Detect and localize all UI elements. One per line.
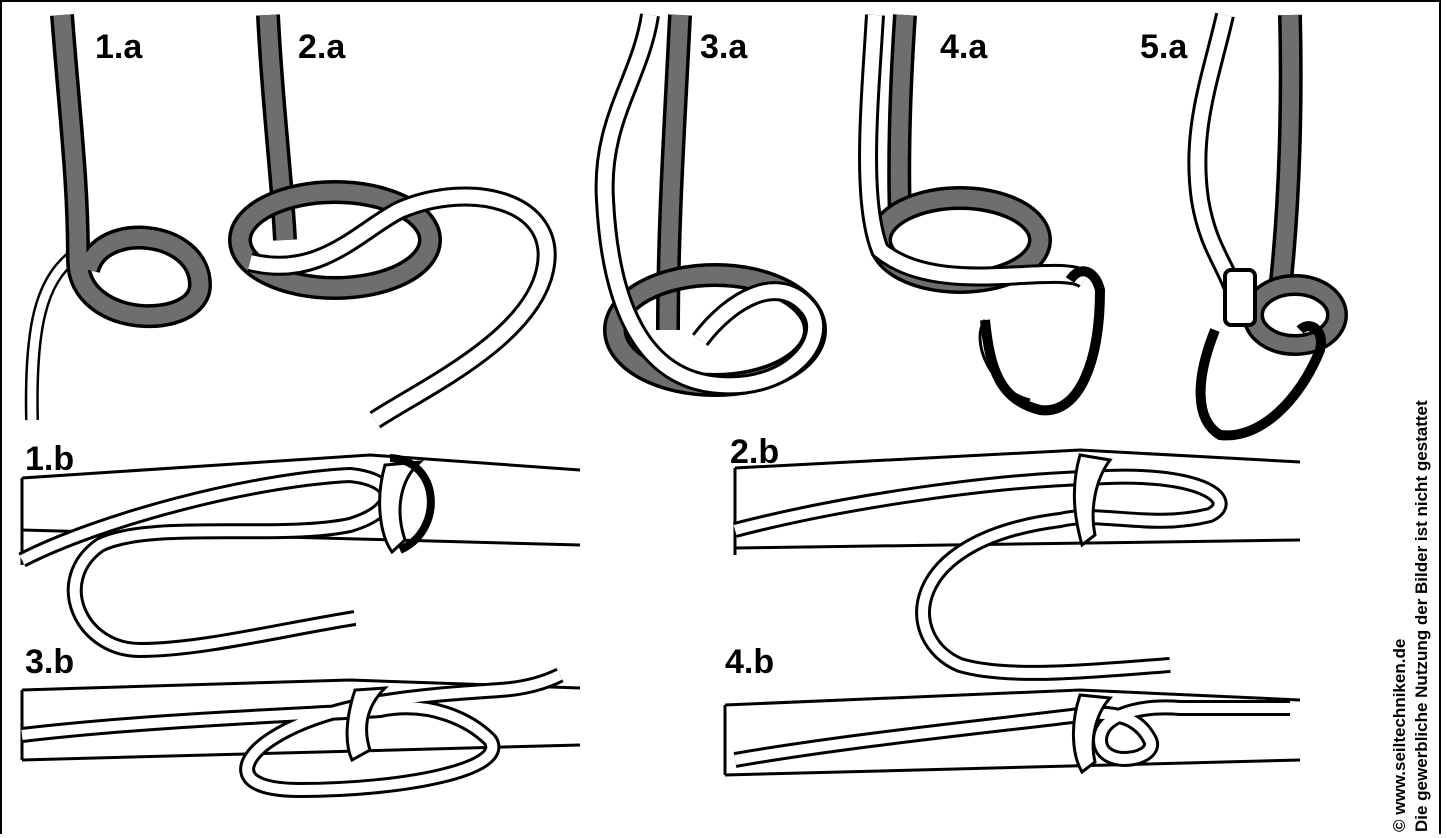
step-1a-figure — [32, 15, 200, 420]
credit-block: © www.seiltechniken.de Die gewerbliche N… — [1390, 400, 1431, 832]
label-3a: 3.a — [700, 28, 748, 66]
step-3b-figure — [22, 675, 580, 790]
label-1b: 1.b — [25, 440, 74, 478]
label-5a: 5.a — [1140, 28, 1188, 66]
step-3a-figure — [605, 15, 816, 385]
step-2a-figure — [240, 15, 547, 420]
step-4a-figure — [868, 15, 1100, 410]
step-5a-figure — [1197, 15, 1337, 435]
step-2b-figure — [735, 450, 1300, 673]
label-4a: 4.a — [940, 28, 988, 66]
label-3b: 3.b — [25, 643, 74, 681]
credit-notice: Die gewerbliche Nutzung der Bilder ist n… — [1412, 400, 1431, 832]
label-1a: 1.a — [95, 28, 143, 66]
credit-website: © www.seiltechniken.de — [1390, 639, 1409, 832]
label-2b: 2.b — [730, 433, 779, 471]
step-4b-figure — [725, 690, 1300, 775]
step-1b-figure — [22, 455, 580, 650]
label-4b: 4.b — [725, 643, 774, 681]
label-2a: 2.a — [298, 28, 346, 66]
